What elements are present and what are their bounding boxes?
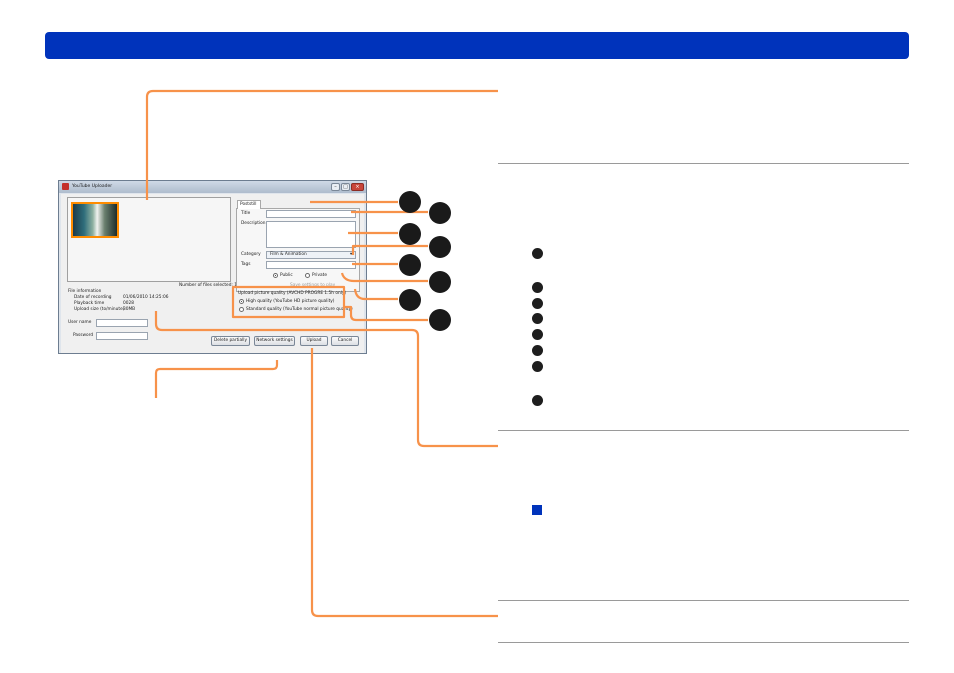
list-number-bullet	[532, 361, 543, 372]
window-title: YouTube Uploader	[72, 184, 113, 189]
list-number-bullet	[532, 282, 543, 293]
public-label: Public	[280, 273, 293, 278]
page-header-bar	[45, 32, 909, 59]
private-label: Private	[312, 273, 327, 278]
upload-button[interactable]: Upload	[300, 336, 328, 346]
standard-quality-label: Standard quality (YouTube normal picture…	[246, 307, 353, 312]
section-square-bullet	[532, 505, 542, 515]
date-label: Date of recording	[74, 295, 112, 300]
chevron-down-icon: ▾	[350, 252, 353, 257]
standard-quality-radio[interactable]	[239, 307, 244, 312]
size-label: Upload size (to/minute)	[74, 307, 125, 312]
section-divider	[498, 600, 909, 601]
category-label: Category	[241, 252, 261, 257]
private-radio[interactable]	[305, 273, 310, 278]
category-select[interactable]: Film & Animation ▾	[266, 251, 356, 259]
list-number-bullet	[532, 313, 543, 324]
list-number-bullet	[532, 248, 543, 259]
callout-line-network	[154, 360, 279, 398]
password-label: Password	[73, 333, 94, 338]
callout-marker-6	[429, 271, 451, 293]
category-value: Film & Animation	[270, 252, 307, 257]
user-name-input[interactable]	[96, 319, 148, 327]
preview-pane	[67, 197, 231, 282]
callout-marker-5	[399, 254, 421, 276]
callout-line-upload	[310, 348, 498, 618]
section-divider	[498, 163, 909, 164]
tab-poststill[interactable]: Poststill	[237, 200, 261, 209]
youtube-app-icon	[62, 183, 69, 190]
save-settings-text: Save settings to play	[290, 283, 336, 288]
public-radio[interactable]	[273, 273, 278, 278]
tags-input[interactable]	[266, 261, 356, 269]
date-value: 01/06/2010 14:25:06	[123, 295, 169, 300]
window-titlebar: YouTube Uploader – □ ×	[59, 181, 366, 193]
high-quality-label: High quality (YouTube HD picture quality…	[246, 299, 335, 304]
maximize-icon[interactable]: □	[341, 183, 350, 191]
title-input[interactable]	[266, 210, 356, 218]
file-info-heading: File information	[68, 289, 102, 294]
minimize-icon[interactable]: –	[331, 183, 340, 191]
callout-marker-2	[429, 202, 451, 224]
callout-marker-8	[429, 309, 451, 331]
callout-marker-7	[399, 289, 421, 311]
title-label: Title	[241, 211, 251, 216]
list-number-bullet	[532, 345, 543, 356]
list-number-bullet	[532, 329, 543, 340]
callout-marker-1	[399, 191, 421, 213]
video-thumbnail[interactable]	[71, 202, 119, 238]
description-textarea[interactable]	[266, 221, 356, 248]
callout-marker-3	[399, 223, 421, 245]
section-divider	[498, 642, 909, 643]
size-value: 30MB	[123, 307, 136, 312]
cancel-button[interactable]: Cancel	[331, 336, 359, 346]
high-quality-radio[interactable]	[239, 299, 244, 304]
list-number-bullet	[532, 395, 543, 406]
playback-value: 0028	[123, 301, 134, 306]
delete-partially-button[interactable]: Delete partially	[211, 336, 250, 346]
quality-heading: Upload picture quality (AVCHD PROGRE 1.5…	[238, 291, 347, 296]
section-divider	[498, 430, 909, 431]
uploader-window-screenshot: YouTube Uploader – □ × Number of files s…	[58, 180, 367, 354]
tab-label: Poststill	[240, 202, 257, 207]
close-icon[interactable]: ×	[351, 183, 364, 191]
playback-label: Playback time	[74, 301, 105, 306]
callout-marker-4	[429, 236, 451, 258]
tags-label: Tags	[241, 262, 251, 267]
description-label: Description	[241, 221, 266, 226]
window-body: Number of files selected: 1 File informa…	[61, 194, 364, 353]
list-number-bullet	[532, 298, 543, 309]
password-input[interactable]	[96, 332, 148, 340]
files-selected-count: Number of files selected: 1	[179, 283, 237, 288]
network-settings-button[interactable]: Network settings	[254, 336, 295, 346]
user-name-label: User name	[68, 320, 92, 325]
